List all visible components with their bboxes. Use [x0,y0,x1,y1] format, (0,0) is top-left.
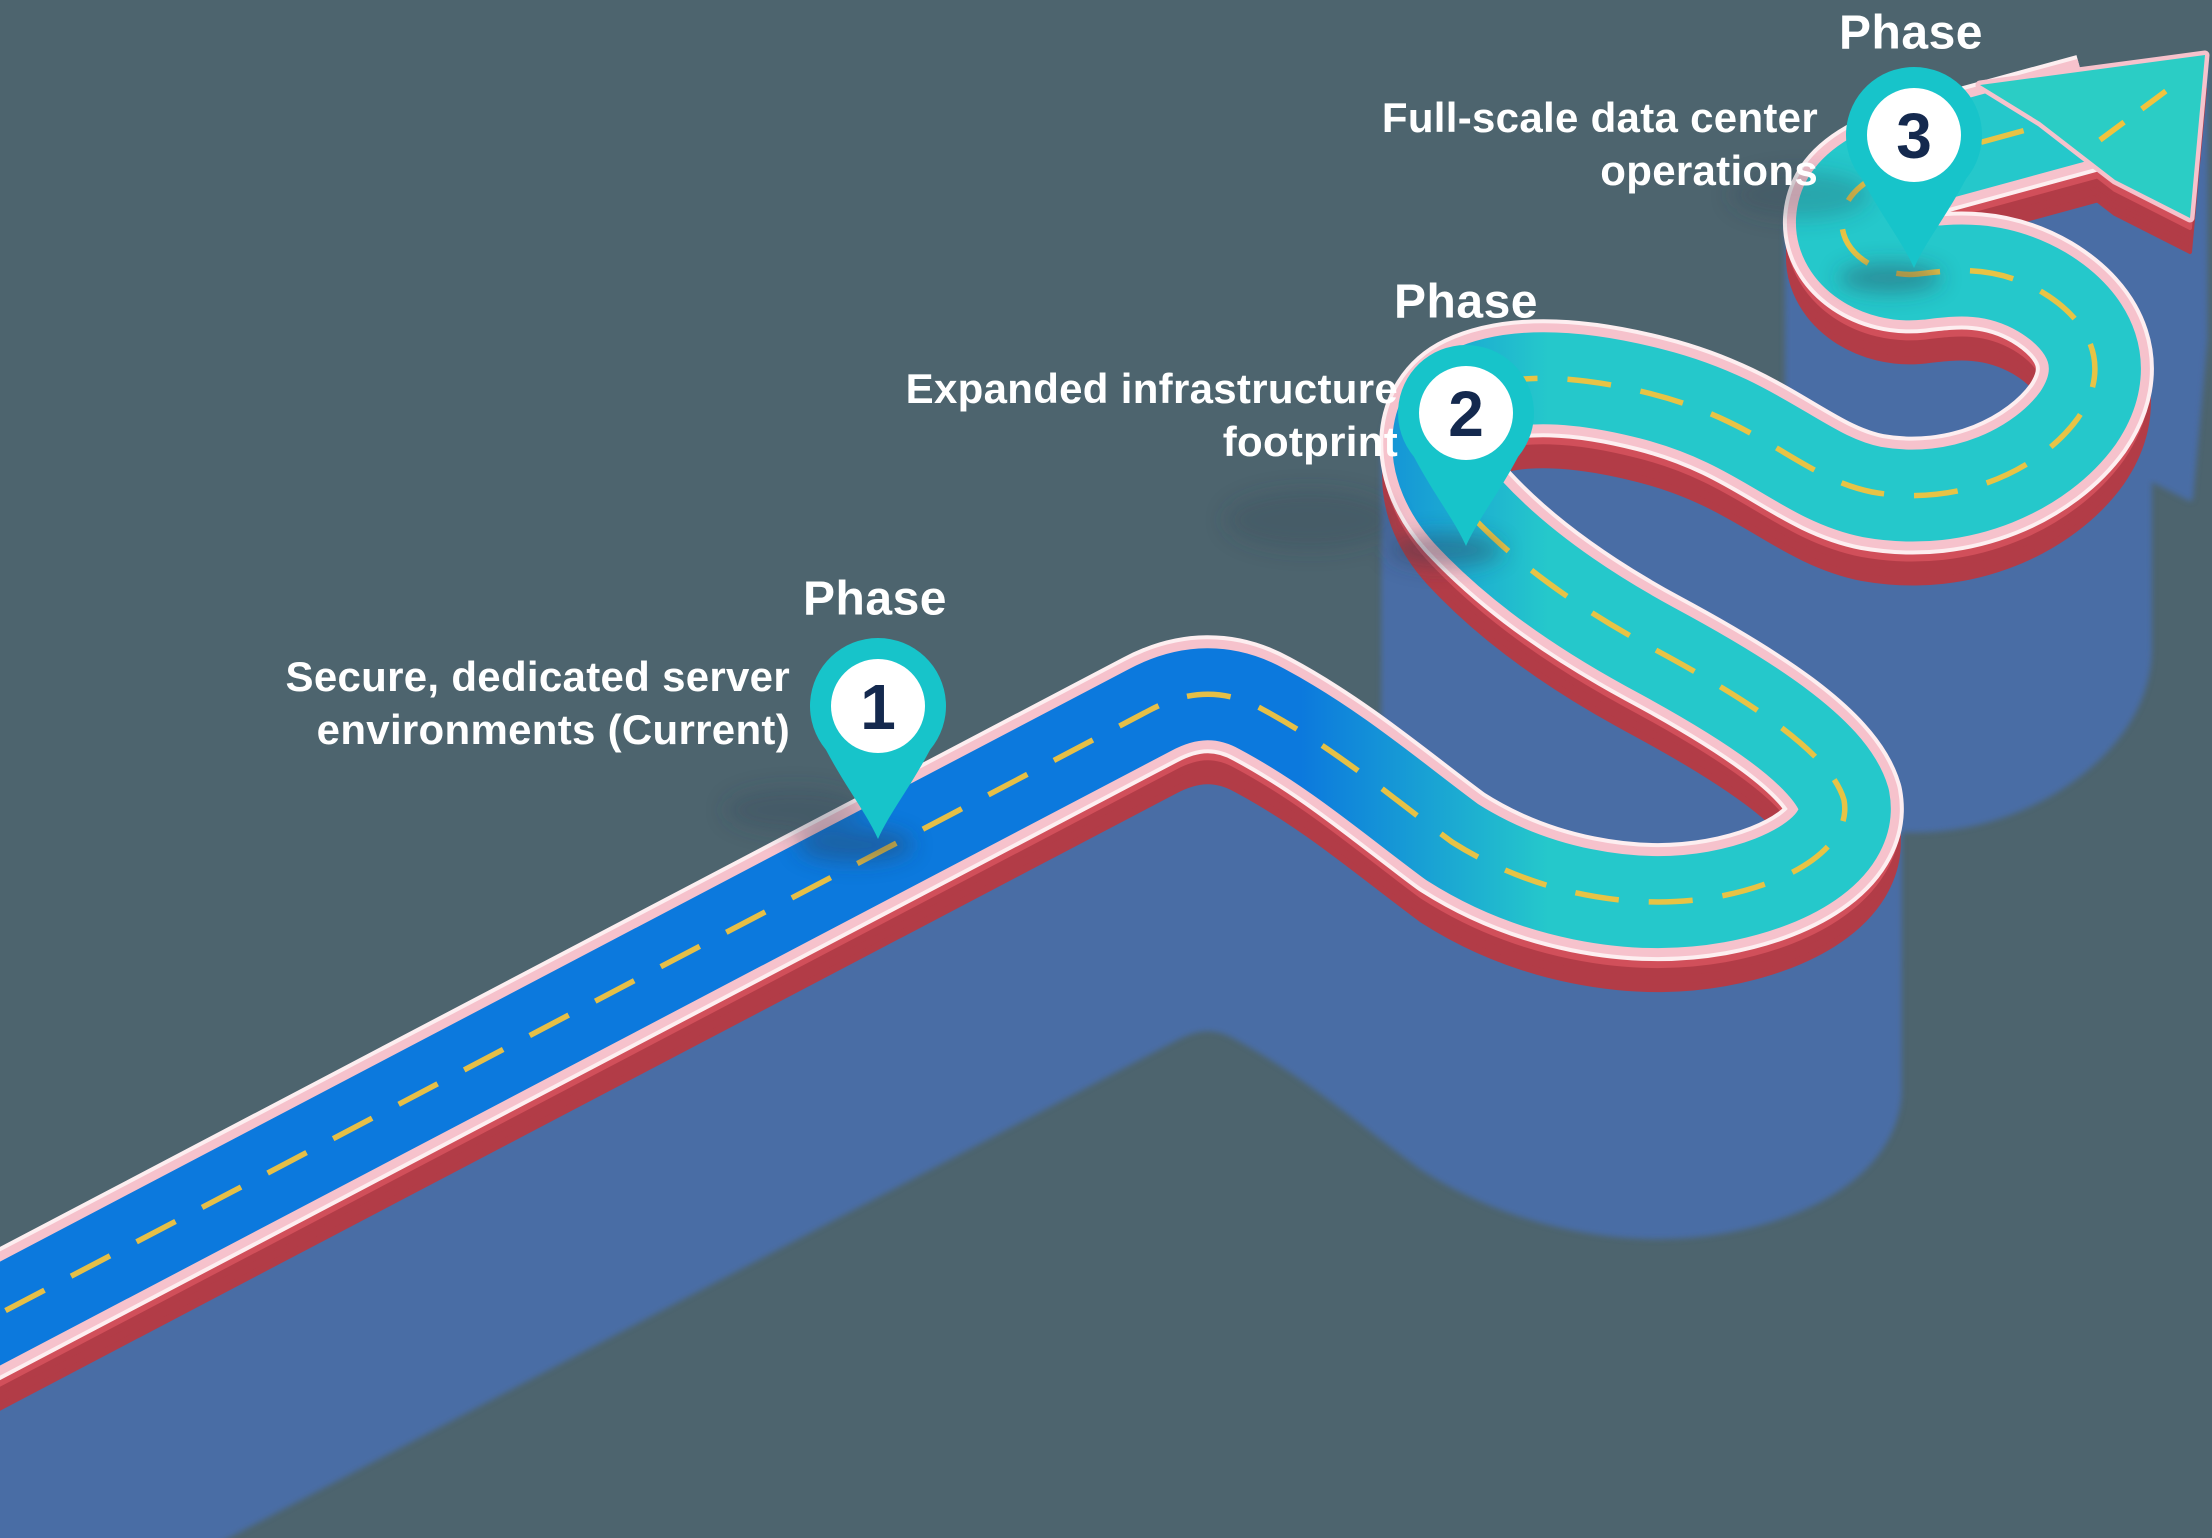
phase-3-number: 3 [1896,100,1932,172]
phase-1-number: 1 [860,671,896,743]
pin-circle [1867,88,1961,182]
phase-3-pin: 3 [1846,67,1982,268]
phase-2-pin: 2 [1398,345,1534,546]
arrow-center-line [2098,85,2172,143]
pin-circle [831,659,925,753]
arrow-icon [1980,55,2205,218]
phase-2-number: 2 [1448,378,1484,450]
phase-1-pin: 1 [810,638,946,839]
pin-shadows [725,171,1942,862]
pin-circle [1419,366,1513,460]
